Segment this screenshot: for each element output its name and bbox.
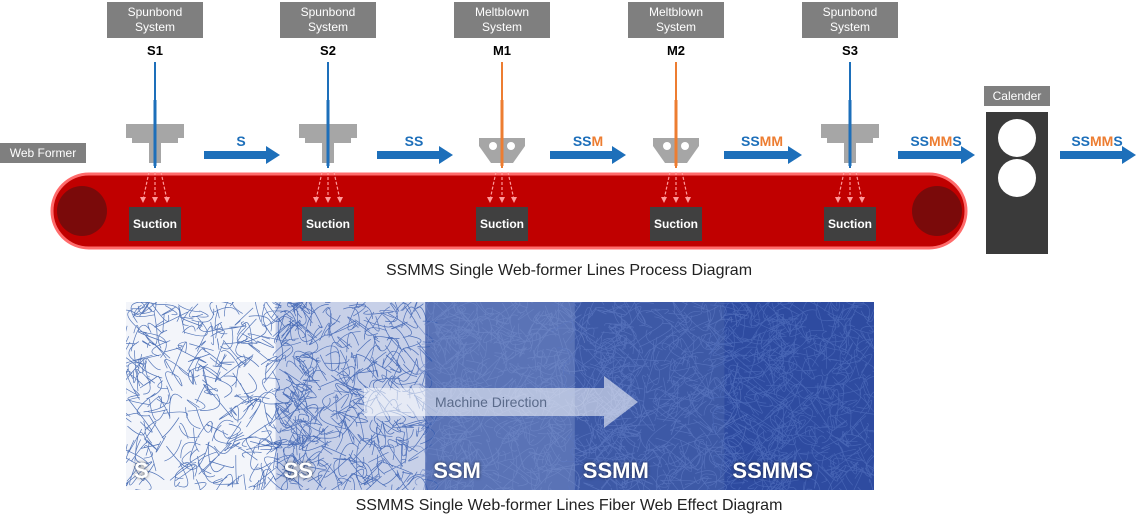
web-former-label: Web Former <box>0 143 86 163</box>
spunbond-die <box>299 62 357 203</box>
process-caption: SSMMS Single Web-former Lines Process Di… <box>385 262 753 279</box>
station-code: S2 <box>320 43 336 58</box>
meltblown-die <box>653 62 699 203</box>
suction-box: Suction <box>824 207 876 241</box>
flow-label: SSMMS <box>1071 133 1123 149</box>
fiber-sample-label: SSMM <box>582 458 649 483</box>
station-code: S1 <box>147 43 163 58</box>
flow-label: SSMM <box>740 133 784 149</box>
belt-roller-right <box>912 186 962 236</box>
calender-unit <box>986 112 1048 254</box>
meltblown-die <box>479 62 525 203</box>
belt-roller-left <box>57 186 107 236</box>
suction-box: Suction <box>302 207 354 241</box>
fiber-section <box>126 302 296 490</box>
suction-box: Suction <box>650 207 702 241</box>
flow-arrow <box>898 146 975 164</box>
machine-direction-arrow <box>364 376 638 428</box>
flow-label: S <box>236 133 246 149</box>
station-system-label: Spunbond System <box>107 2 203 38</box>
flow-arrow <box>724 146 802 164</box>
station-code: M2 <box>666 43 686 58</box>
spunbond-die <box>821 62 879 203</box>
flow-arrow <box>204 146 280 164</box>
fiber-sample-label: SSMMS <box>732 458 814 483</box>
station-system-label: Meltblown System <box>454 2 550 38</box>
station-code: M1 <box>492 43 512 58</box>
station-code: S3 <box>842 43 858 58</box>
flow-label: SSMMS <box>910 133 962 149</box>
fiber-sample-label: SSM <box>433 458 481 483</box>
flow-label: SS <box>404 133 424 149</box>
fiber-sample-label: SS <box>283 458 313 483</box>
spunbond-die <box>126 62 184 203</box>
suction-box: Suction <box>129 207 181 241</box>
station-system-label: Meltblown System <box>628 2 724 38</box>
flow-arrow <box>377 146 453 164</box>
flow-label: SSM <box>572 133 604 149</box>
calender-label: Calender <box>984 86 1050 106</box>
flow-arrow <box>550 146 626 164</box>
fiber-section <box>706 302 874 490</box>
fiber-caption: SSMMS Single Web-former Lines Fiber Web … <box>355 497 783 514</box>
flow-arrow <box>1060 146 1136 164</box>
suction-box: Suction <box>476 207 528 241</box>
machine-direction-label: Machine Direction <box>434 394 548 410</box>
fiber-sample-label: S <box>134 458 149 483</box>
station-system-label: Spunbond System <box>280 2 376 38</box>
station-system-label: Spunbond System <box>802 2 898 38</box>
